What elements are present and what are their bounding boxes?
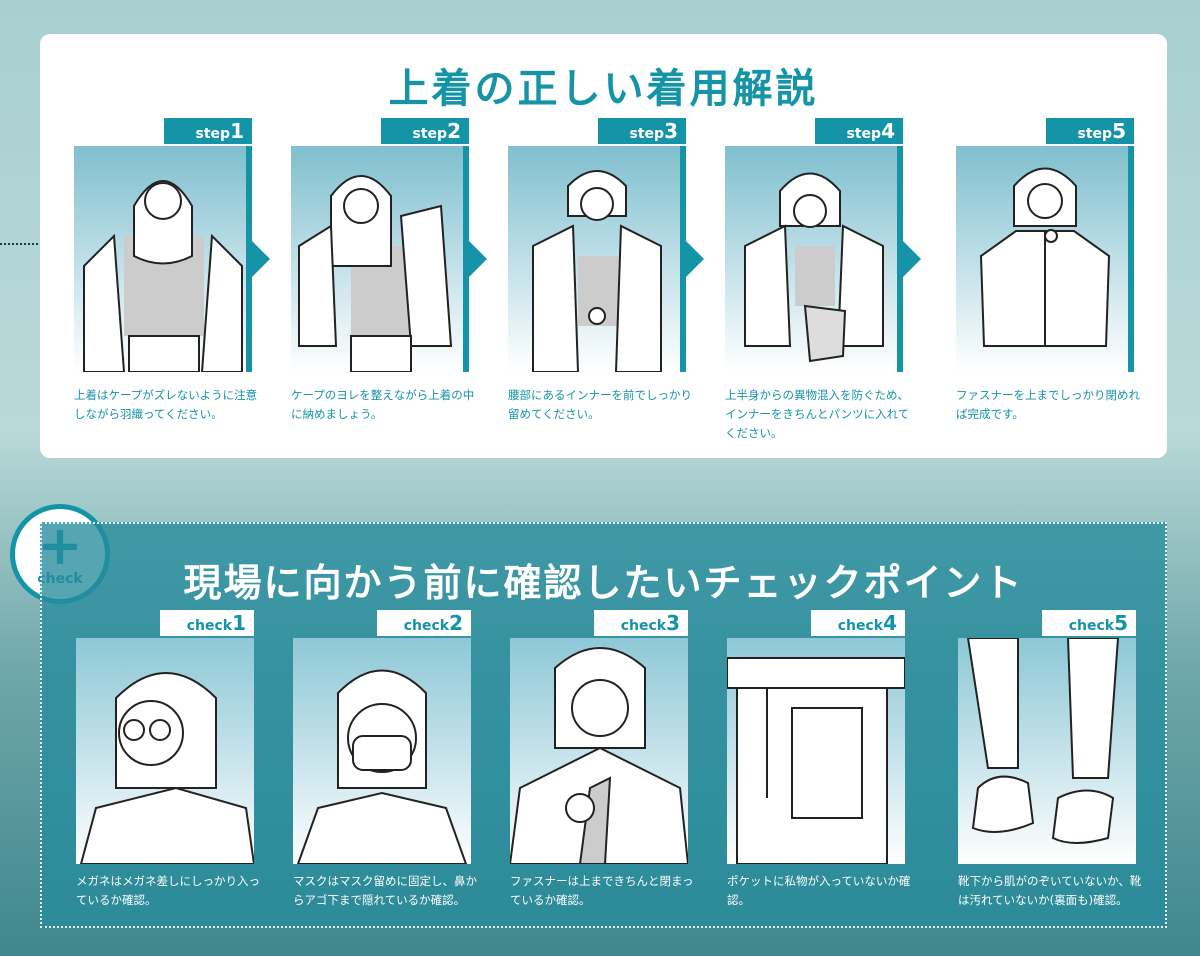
check-tag: check4 <box>811 610 905 636</box>
check-caption: ファスナーは上まできちんと閉まっているか確認。 <box>510 874 694 907</box>
check-caption: 靴下から肌がのぞいていないか、靴は汚れていないか(裏面も)確認。 <box>958 874 1142 907</box>
step-caption: ファスナーを上までしっかり閉めれば完成です。 <box>956 388 1140 421</box>
step-tag: step2 <box>381 118 469 144</box>
check-illustration <box>958 638 1136 864</box>
check-illustration <box>293 638 471 864</box>
step-caption: 上半身からの異物混入を防ぐため、インナーをきちんとパンツに入れてください。 <box>725 388 910 440</box>
step-illustration <box>956 146 1134 372</box>
step-illustration <box>508 146 686 372</box>
step-tag: step4 <box>815 118 903 144</box>
step-caption: ケープのヨレを整えながら上着の中に納めましょう。 <box>291 388 475 421</box>
check-tag: check2 <box>377 610 471 636</box>
person-checking-zipper-illustration <box>510 647 688 864</box>
check-caption: メガネはメガネ差しにしっかり入っているか確認。 <box>76 874 260 907</box>
check-caption: マスクはマスク留めに固定し、鼻からアゴ下まで隠れているか確認。 <box>293 874 477 907</box>
person-tying-inner-illustration <box>532 170 662 372</box>
person-adjusting-cape-illustration <box>298 175 453 372</box>
checkpoint-title: 現場に向かう前に確認したいチェックポイント <box>183 561 1024 605</box>
person-with-mask-illustration <box>296 669 468 864</box>
dotted-connector <box>0 243 38 245</box>
step-illustration <box>725 146 903 372</box>
pants-pocket-illustration <box>727 657 905 864</box>
step-illustration <box>291 146 469 372</box>
step-illustration <box>74 146 252 372</box>
person-with-glasses-illustration <box>79 672 254 864</box>
checkpoint-section: 現場に向かう前に確認したいチェックポイント check1 メガネはメガネ差しにし… <box>40 522 1167 928</box>
person-tucking-inner-illustration <box>744 172 884 363</box>
person-closing-zipper-illustration <box>979 167 1111 347</box>
check-illustration <box>510 638 688 864</box>
arrow-right-icon <box>903 241 921 277</box>
check-tag: check5 <box>1042 610 1136 636</box>
person-putting-on-jacket-illustration <box>83 180 243 372</box>
arrow-right-icon <box>252 241 270 277</box>
step-tag: step3 <box>598 118 686 144</box>
step-caption: 腰部にあるインナーを前でしっかり留めてください。 <box>508 388 692 421</box>
check-illustration <box>76 638 254 864</box>
check-tag: check1 <box>160 610 254 636</box>
step-tag: step5 <box>1046 118 1134 144</box>
check-caption: ポケットに私物が入っていないか確認。 <box>727 874 911 907</box>
legs-and-shoes-illustration <box>966 638 1120 844</box>
wearing-guide-card: 上着の正しい着用解説 step1 上着はケープがズレないように注意しながら羽織っ… <box>40 34 1167 458</box>
guide-title: 上着の正しい着用解説 <box>388 66 819 112</box>
arrow-right-icon <box>686 241 704 277</box>
check-illustration <box>727 638 905 864</box>
arrow-right-icon <box>469 241 487 277</box>
step-caption: 上着はケープがズレないように注意しながら羽織ってください。 <box>74 388 258 421</box>
check-tag: check3 <box>594 610 688 636</box>
step-tag: step1 <box>164 118 252 144</box>
